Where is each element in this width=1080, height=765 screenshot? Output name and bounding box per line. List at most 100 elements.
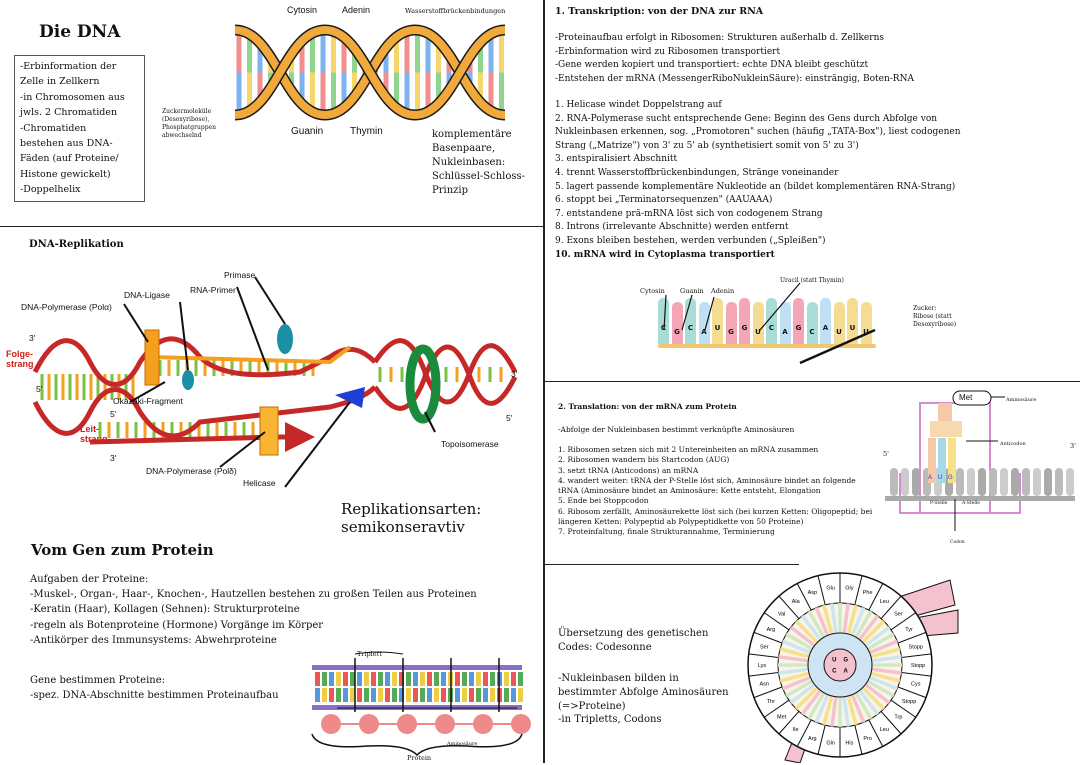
ribosome-diagram — [885, 390, 1075, 531]
page-title: Die DNA — [39, 22, 121, 42]
aufgaben-line: -Keratin (Haar), Kollagen (Sehnen): Stru… — [30, 604, 300, 616]
column-divider — [543, 0, 545, 763]
triplett-base — [490, 688, 495, 702]
label-5-prime-top: 5' — [36, 384, 43, 394]
kompl-line: komplementäre — [432, 129, 512, 140]
triplett-base — [420, 688, 425, 702]
label-anticodon: Anticodon — [1000, 441, 1026, 447]
aufgaben-line: -Antikörper des Immunsystems: Abwehrprot… — [30, 634, 277, 646]
transkription-steps: 1. Helicase windet Doppelstrang auf 2. R… — [555, 99, 961, 262]
amino-acid-label: Ser — [760, 644, 769, 650]
triplett-base — [371, 672, 376, 686]
kompl-line: Prinzip — [432, 185, 469, 196]
label-a-stelle: A-Stelle — [962, 501, 980, 506]
mrna-base: C — [766, 298, 777, 344]
step-line: 5. lagert passende komplementäre Nukleot… — [555, 181, 956, 192]
triplett-base — [518, 672, 523, 686]
triplett-base — [483, 688, 488, 702]
codesonne-wheel: GlyPheLeuSerTyrStoppStoppCysStoppTrpLeuP… — [747, 572, 959, 763]
kompl-line: Basenpaare, — [432, 143, 496, 154]
amino-acid-label: Leu — [880, 599, 889, 605]
triplett-base — [469, 688, 474, 702]
label-cytosin: Cytosin — [287, 5, 318, 15]
right-divider-1 — [544, 381, 1080, 382]
aufgaben-list: Aufgaben der Proteine: -Muskel-, Organ-,… — [30, 572, 477, 648]
triplett-base — [413, 688, 418, 702]
triplett-base — [315, 688, 320, 702]
triplett-base — [350, 672, 355, 686]
right-divider-2 — [544, 564, 799, 565]
triplett-base — [504, 672, 509, 686]
gene-list: Gene bestimmen Proteine: -spez. DNA-Absc… — [30, 673, 279, 703]
triplett-base — [385, 688, 390, 702]
triplett-base — [343, 688, 348, 702]
intro-line: -Erbinformation wird zu Ribosomen transp… — [555, 46, 781, 57]
info-line: Histone gewickelt) — [20, 168, 111, 180]
amino-acid-label: Met — [777, 715, 787, 721]
triplett-base — [378, 672, 383, 686]
translation-intro: -Abfolge der Nukleinbasen bestimmt verkn… — [558, 425, 795, 434]
amino-acid-label: Phe — [863, 590, 873, 596]
triplett-base — [336, 672, 341, 686]
amino-acid-label: Asp — [808, 590, 817, 596]
codesonne-title: Übersetzung des genetischen Codes: Codes… — [558, 627, 708, 655]
label-protein: Protein — [407, 754, 432, 762]
leitstrang-line: strang — [80, 434, 108, 444]
triplett-base — [434, 672, 439, 686]
mrna-codon-base — [1055, 468, 1063, 496]
label-folgestrang: Folge- strang — [6, 349, 34, 369]
mrna-base: U — [860, 302, 872, 344]
triplett-base — [490, 672, 495, 686]
mrna-base: U — [833, 302, 845, 344]
amino-acid-label: Lys — [758, 663, 767, 669]
codesonne-text: -Nukleinbasen bilden in bestimmter Abfol… — [558, 672, 729, 727]
replication-heading: DNA-Replikation — [29, 239, 124, 250]
info-line: -in Chromosomen aus — [20, 91, 125, 103]
label-leitstrang: Leit- strang — [80, 424, 108, 444]
mrna-base: G — [671, 302, 683, 344]
info-line: Zelle in Zellkern — [20, 76, 100, 88]
step-line: 9. Exons bleiben bestehen, werden verbun… — [555, 235, 826, 246]
triplett-base — [385, 672, 390, 686]
triplett-base — [483, 672, 488, 686]
inner-base-label: C — [832, 669, 837, 675]
amino-acid-label: Gly — [845, 586, 854, 592]
triplett-base — [441, 672, 446, 686]
triplett-base — [476, 688, 481, 702]
label-helicase: Helicase — [243, 478, 276, 488]
folgestrang-line: Folge- — [6, 349, 33, 359]
folgestrang-line: strang — [6, 359, 34, 369]
kompl-line: Schlüssel-Schloss- — [432, 171, 526, 182]
triplett-base — [364, 688, 369, 702]
triplett-base — [343, 672, 348, 686]
transkription-intro: -Proteinaufbau erfolgt in Ribosomen: Str… — [555, 32, 914, 86]
mrna-codon-base — [978, 468, 986, 496]
triplett-base — [455, 688, 460, 702]
label-komplementaer: komplementäre Basenpaare, Nukleinbasen: … — [432, 128, 525, 198]
info-line: bestehen aus DNA- — [20, 138, 113, 150]
mrna-base: C — [685, 298, 696, 344]
dna-double-helix — [234, 24, 506, 121]
triplett-base — [476, 672, 481, 686]
amino-acid-label: Arg — [767, 627, 776, 633]
step-line: 6. stoppt bei „Terminatorsequenzen" (AAU… — [555, 195, 773, 206]
triplett-base — [406, 688, 411, 702]
label-zucker: Zuckermoleküle (Desoxyribose), Phosphatg… — [162, 108, 216, 140]
triplett-base — [406, 672, 411, 686]
step-line: 7. entstandene prä-mRNA löst sich von co… — [555, 208, 823, 219]
inner-base-label: U — [832, 657, 836, 663]
amino-acid-label: Pro — [863, 736, 872, 742]
label-guanin: Guanin — [291, 126, 324, 137]
amino-acid-label: Tyr — [905, 627, 913, 633]
codesonne-text-line: -in Tripletts, Codons — [558, 714, 662, 726]
mrna-codon-base — [1033, 468, 1041, 496]
translation-line: 1. Ribosomen setzen sich mit 2 Untereinh… — [558, 445, 819, 454]
label-polymerase-top: DNA-Polymerase (Polα) — [21, 302, 112, 312]
mrna-base: G — [725, 302, 737, 344]
info-line: -Chromatiden — [20, 122, 87, 134]
step-line: 8. Introns (irrelevante Abschnitte) werd… — [555, 222, 789, 233]
info-line: -Doppelhelix — [20, 184, 81, 196]
info-line: jwls. 2 Chromatiden — [20, 107, 118, 119]
mrna-base: C — [658, 298, 669, 344]
amino-acid-label: Trp — [894, 715, 902, 721]
